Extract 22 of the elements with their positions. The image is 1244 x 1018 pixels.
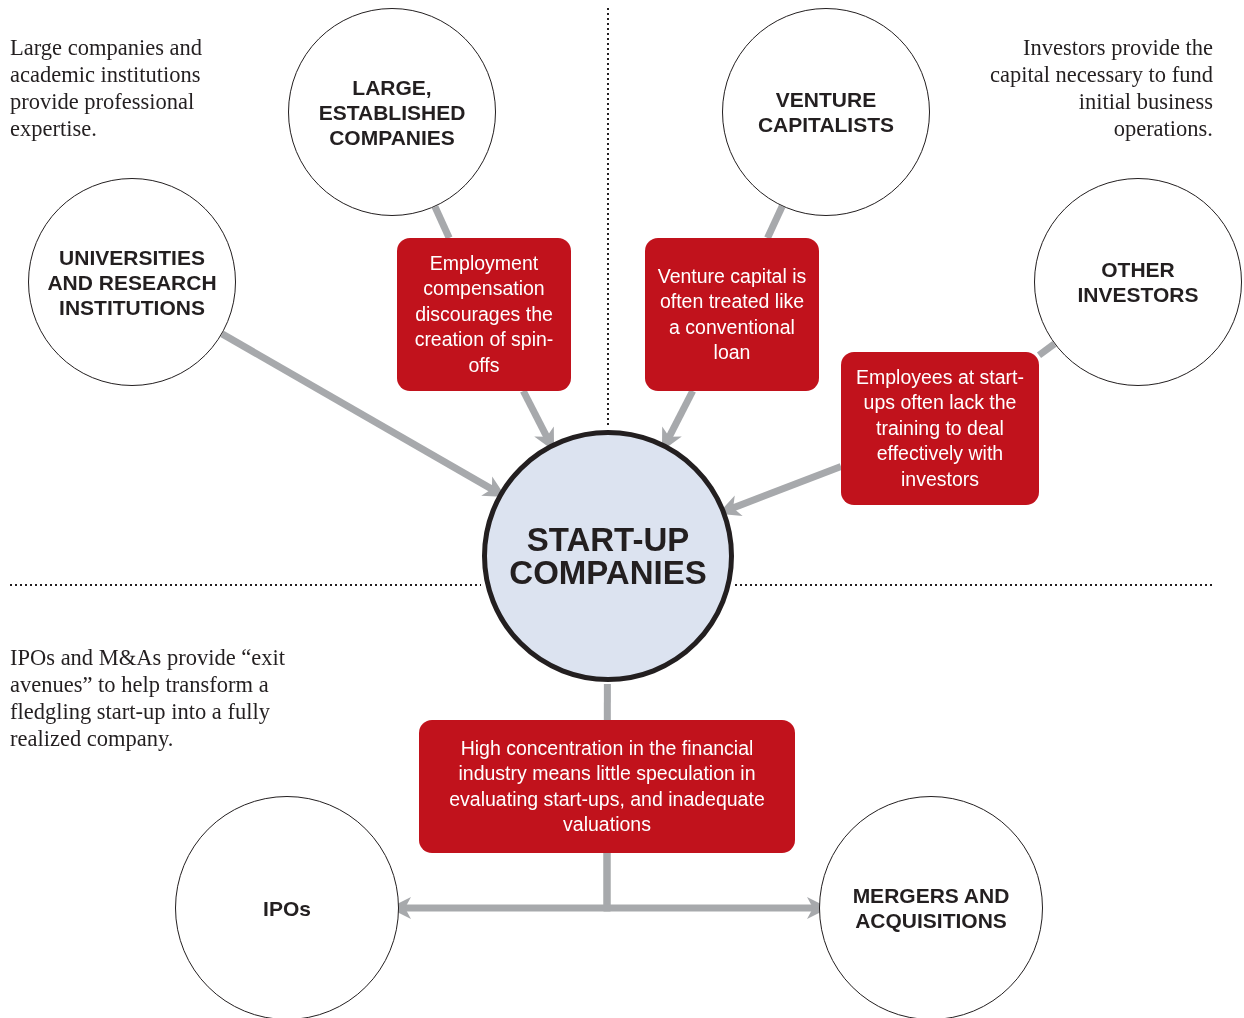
annotation-text: IPOs and M&As provide “exit avenues” to help transform a fledgling start-up into a fully realized company. <box>10 644 286 752</box>
barrier-box <box>645 238 819 391</box>
node-label: IPOs <box>262 895 312 921</box>
node-label: UNIVERSITIES AND RESEARCH INSTITUTIONS <box>46 244 218 320</box>
node-label: LARGE, ESTABLISHED COMPANIES <box>317 74 467 150</box>
connector-line <box>764 204 786 240</box>
connector-line <box>1036 341 1057 359</box>
node-label: VENTURE CAPITALISTS <box>756 87 896 137</box>
node-label: START-UP COMPANIES <box>508 523 708 589</box>
barrier-box <box>841 352 1039 505</box>
barrier-text: Employment compensation discourages the creation of spin-offs <box>413 250 555 378</box>
node-label: MERGERS AND ACQUISITIONS <box>851 883 1011 933</box>
node-label: OTHER INVESTORS <box>1076 257 1200 307</box>
annotation-text: Large companies and academic institutions provide professional expertise. <box>10 34 203 142</box>
barrier-box <box>397 238 571 391</box>
barrier-text: Venture capital is often treated like a conventional loan <box>657 263 807 365</box>
barrier-text: High concentration in the financial industry means little speculation in evaluating start-ups, and inadequate valuations <box>448 735 766 837</box>
connector-line <box>603 684 611 720</box>
connector-line <box>431 205 453 240</box>
barrier-text: Employees at start-ups often lack the training to deal effectively with investors <box>855 364 1025 492</box>
barrier-box <box>419 720 795 853</box>
annotation-text: Investors provide the capital necessary to fund initial business operations. <box>988 34 1213 142</box>
